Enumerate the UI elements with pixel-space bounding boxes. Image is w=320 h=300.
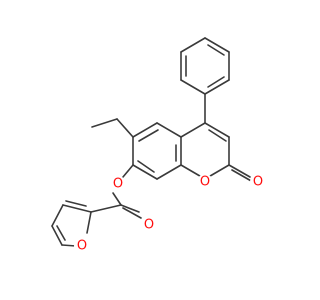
atom-o-ester-label: O <box>113 177 123 192</box>
atom-o-furan: O <box>74 238 90 254</box>
phenyl-ring <box>180 37 230 95</box>
atom-o-ring-label: O <box>200 175 210 190</box>
furan-ring <box>51 200 92 247</box>
atom-o-carbonyl-label: O <box>144 218 154 233</box>
atom-o-furan-label: O <box>77 239 87 254</box>
pyranone-ring <box>180 122 230 180</box>
lactone-carbonyl-bond <box>228 164 251 178</box>
atom-o-ester: O <box>110 176 126 192</box>
ethyl-group <box>91 118 134 138</box>
atom-o-lactone: O <box>250 174 266 190</box>
atom-o-lactone-label: O <box>253 175 263 190</box>
atom-o-carbonyl: O <box>141 217 157 233</box>
benzo-ring <box>132 122 182 180</box>
atom-o-ring: O <box>197 174 213 190</box>
molecule-structure: O O O O O <box>51 37 266 254</box>
ester-linkage <box>90 164 142 219</box>
